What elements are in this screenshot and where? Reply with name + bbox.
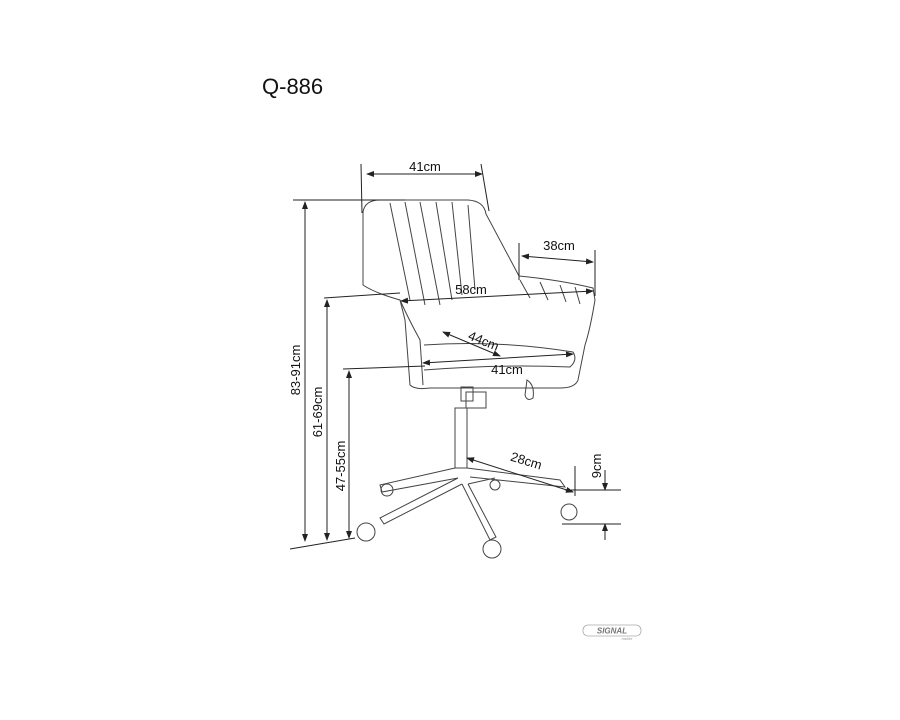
dim-armrest-depth: 38cm xyxy=(543,238,575,253)
product-title: Q-886 xyxy=(262,74,324,99)
logo-brand: SIGNAL xyxy=(597,627,627,636)
dim-armrest-height: 61-69cm xyxy=(310,387,325,438)
chair-outline xyxy=(356,199,596,559)
dim-base-radius: 28cm xyxy=(509,449,544,473)
dim-backrest-width: 41cm xyxy=(409,159,441,174)
dim-seat-height: 47-55cm xyxy=(333,441,348,492)
dim-seat-width: 41cm xyxy=(491,362,523,377)
dim-total-width: 58cm xyxy=(455,282,487,297)
logo-sub: meble xyxy=(622,636,634,641)
signal-logo: SIGNAL meble xyxy=(582,624,642,641)
dim-caster-height: 9cm xyxy=(589,454,604,479)
dim-seat-depth: 44cm xyxy=(466,328,501,354)
dimension-lines xyxy=(289,163,621,550)
dim-total-height: 83-91cm xyxy=(288,345,303,396)
